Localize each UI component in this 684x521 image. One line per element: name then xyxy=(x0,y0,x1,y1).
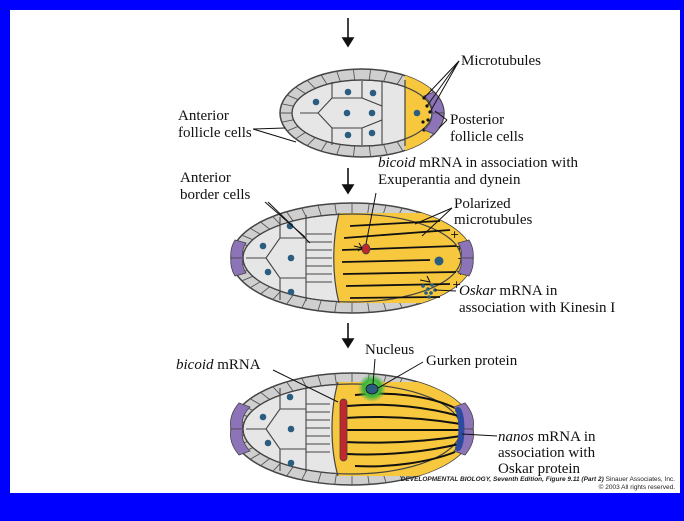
label-anterior-border-cells: Anterior border cells xyxy=(180,170,251,203)
stage-arrow xyxy=(343,18,353,46)
stage-arrow xyxy=(343,323,353,347)
label-microtubules: Microtubules xyxy=(461,53,541,69)
label-gurken-protein: Gurken protein xyxy=(426,353,518,369)
label-bicoid-association: bicoid mRNA in association with Exuperan… xyxy=(378,155,578,188)
svg-text:Anterior: Anterior xyxy=(178,108,229,124)
label-posterior-follicle-cells: Posterior follicle cells xyxy=(450,112,524,145)
svg-text:microtubules: microtubules xyxy=(454,212,532,228)
svg-text:Oskar mRNA in: Oskar mRNA in xyxy=(459,283,558,299)
egg-chamber-late xyxy=(230,373,473,485)
stage-arrow xyxy=(343,168,353,193)
svg-text:DEVELOPMENTAL BIOLOGY, Seventh: DEVELOPMENTAL BIOLOGY, Seventh Edition, … xyxy=(401,476,675,483)
bicoid-crescent xyxy=(340,399,347,461)
label-nucleus: Nucleus xyxy=(365,342,414,358)
svg-text:© 2003 All rights reserved.: © 2003 All rights reserved. xyxy=(599,483,676,491)
figure-credit: DEVELOPMENTAL BIOLOGY, Seventh Edition, … xyxy=(401,476,675,491)
label-anterior-follicle-cells: Anterior follicle cells xyxy=(178,108,252,141)
bicoid-particle xyxy=(362,244,370,254)
svg-text:Polarized: Polarized xyxy=(454,196,511,212)
figure-panel: +++ ++ xyxy=(10,10,680,493)
oocyte-nucleus xyxy=(366,384,378,394)
label-oskar-mrna: Oskar mRNA in association with Kinesin I xyxy=(459,283,615,316)
svg-text:Microtubules: Microtubules xyxy=(461,53,541,69)
label-polarized-microtubules: Polarized microtubules xyxy=(454,196,532,228)
label-bicoid-mrna: bicoid mRNA xyxy=(176,357,261,373)
label-nanos-mrna: nanos mRNA in association with Oskar pro… xyxy=(498,429,596,477)
svg-text:nanos mRNA in: nanos mRNA in xyxy=(498,429,596,445)
svg-text:association with Kinesin I: association with Kinesin I xyxy=(459,300,615,316)
svg-text:Oskar protein: Oskar protein xyxy=(498,461,581,477)
svg-text:association with: association with xyxy=(498,445,596,461)
svg-text:follicle cells: follicle cells xyxy=(450,129,524,145)
svg-text:bicoid mRNA: bicoid mRNA xyxy=(176,357,261,373)
svg-text:follicle cells: follicle cells xyxy=(178,125,252,141)
svg-text:Anterior: Anterior xyxy=(180,170,231,186)
svg-text:border cells: border cells xyxy=(180,187,251,203)
svg-text:Nucleus: Nucleus xyxy=(365,342,414,358)
egg-chamber-early xyxy=(280,65,444,161)
svg-text:Gurken protein: Gurken protein xyxy=(426,353,518,369)
svg-text:Exuperantia and dynein: Exuperantia and dynein xyxy=(378,172,521,188)
svg-text:Posterior: Posterior xyxy=(450,112,504,128)
egg-chamber-mid: +++ ++ xyxy=(231,203,474,313)
nanos-crescent xyxy=(458,410,461,448)
svg-text:bicoid mRNA in association wit: bicoid mRNA in association with xyxy=(378,155,578,171)
